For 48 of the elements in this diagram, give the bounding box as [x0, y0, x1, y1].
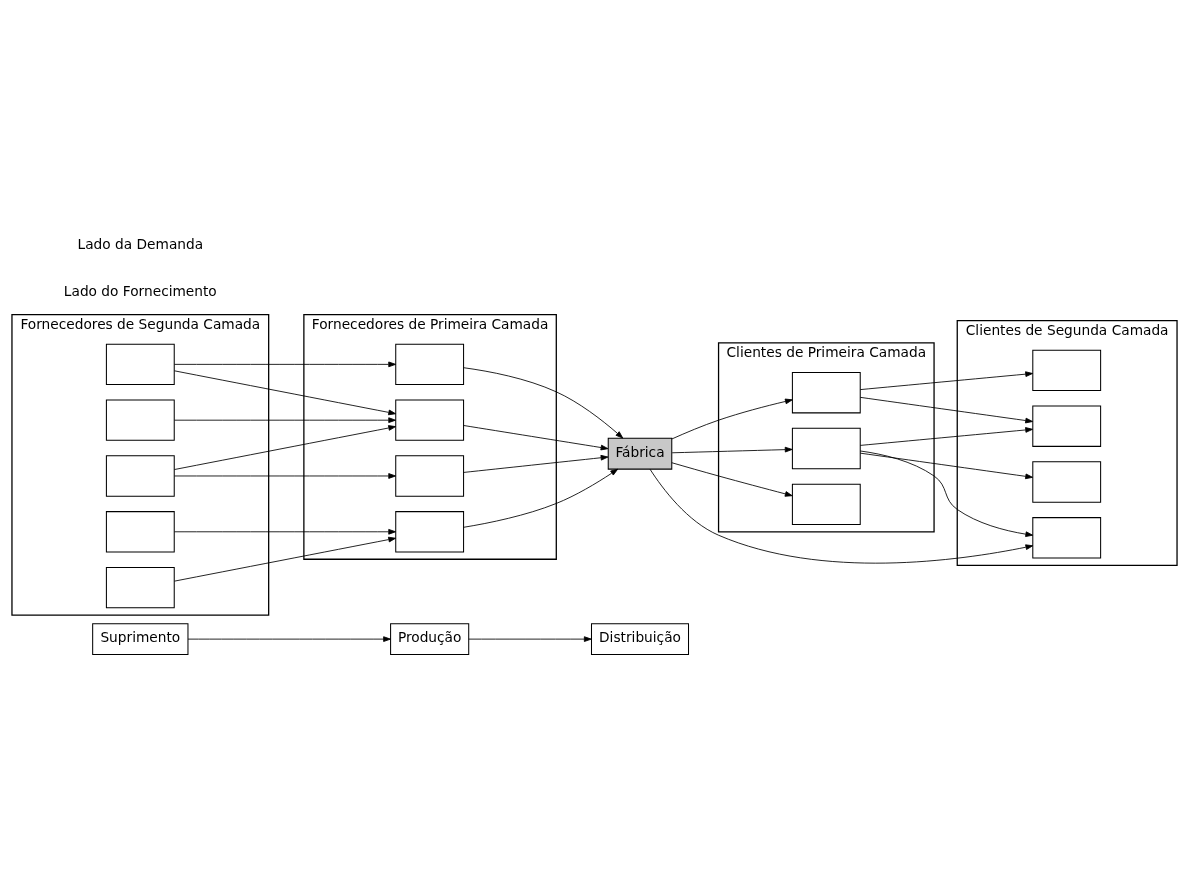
label: Lado da Demanda: [77, 236, 204, 253]
node-box: Fábrica: [607, 437, 673, 470]
node-box: [791, 483, 861, 525]
cluster: Fornecedores de Primeira Camada: [303, 313, 557, 560]
node-box: [1032, 349, 1102, 392]
node-box: [395, 511, 465, 553]
arrow: [174, 370, 397, 416]
node-box: [105, 566, 175, 609]
arrow: [859, 371, 1033, 391]
node-box: [395, 399, 465, 441]
arrow: [174, 425, 397, 470]
node-box: [1032, 461, 1102, 503]
node-box: Distribuição: [591, 623, 690, 656]
node-box: [105, 399, 175, 441]
node-box: [395, 455, 465, 497]
cluster: Clientes de Primeira Camada: [717, 342, 935, 533]
arrow: [649, 468, 1034, 564]
arrow: [174, 473, 397, 479]
arrow: [174, 536, 397, 582]
node-box: [395, 343, 465, 386]
arrow: [463, 454, 609, 473]
node-box: [791, 372, 861, 414]
node-box: [105, 511, 175, 553]
arrow: [468, 636, 592, 642]
label: Lado do Fornecimento: [63, 282, 217, 299]
arrow: [859, 452, 1033, 480]
arrow: [174, 528, 397, 535]
node-box: [105, 455, 175, 497]
arrow: [174, 361, 397, 368]
cluster: Clientes de Segunda Camada: [956, 319, 1178, 566]
arrow: [671, 462, 793, 497]
node-box: Produção: [390, 623, 470, 656]
arrow: [187, 636, 391, 642]
arrow: [463, 468, 619, 528]
cluster: Fornecedores de Segunda Camada: [11, 313, 270, 616]
arrow: [671, 446, 793, 454]
node-box: [105, 343, 175, 386]
node-box: [1032, 405, 1102, 447]
arrow: [463, 367, 624, 439]
arrow: [859, 396, 1033, 424]
arrow: [859, 450, 1034, 537]
arrow: [671, 398, 793, 440]
arrow: [463, 425, 609, 451]
arrow: [859, 427, 1033, 446]
node-box: [791, 427, 861, 470]
node-box: [1032, 517, 1102, 559]
arrow: [174, 417, 397, 423]
node-box: Suprimento: [92, 623, 189, 656]
